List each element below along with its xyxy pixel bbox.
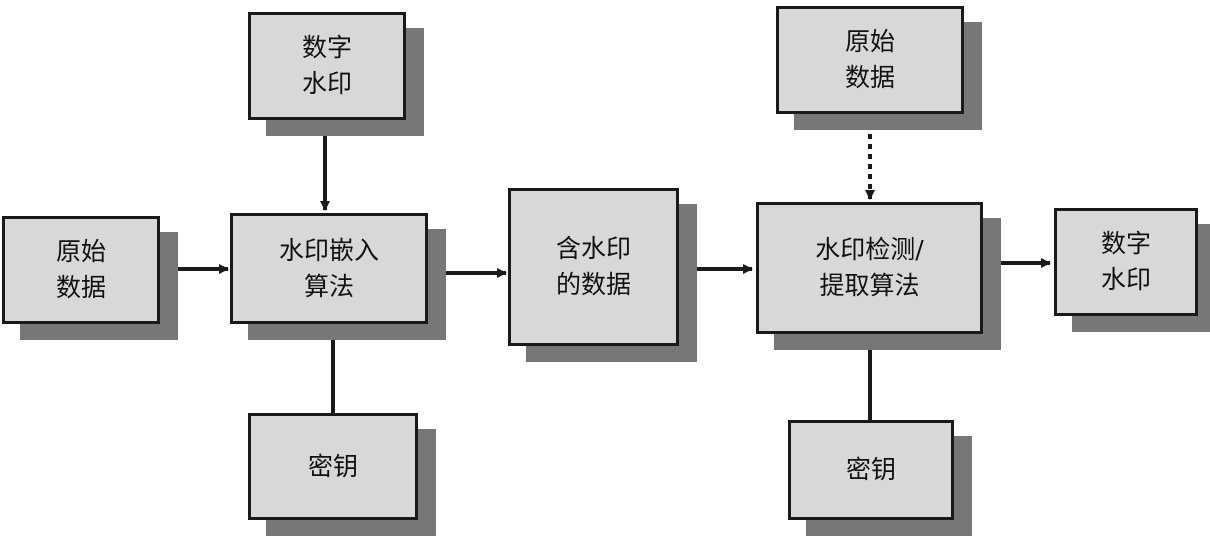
watermarked-data-label: 含水印 的数据: [555, 234, 631, 299]
watermark-detection-algorithm-box: 水印检测/ 提取算法: [756, 202, 983, 334]
watermark-embedding-algorithm-label: 水印嵌入 算法: [278, 235, 379, 301]
original-data-input-box: 原始 数据: [2, 216, 160, 324]
original-data-input-label: 原始 数据: [55, 237, 106, 302]
original-data-reference-label: 原始 数据: [844, 27, 895, 92]
key-embed-label: 密钥: [307, 451, 358, 481]
key-embed-box: 密钥: [248, 413, 418, 520]
digital-watermark-output-label: 数字 水印: [1100, 229, 1151, 294]
key-detect-label: 密钥: [845, 455, 896, 484]
watermark-embedding-algorithm-box: 水印嵌入 算法: [230, 213, 428, 324]
watermarked-data-box: 含水印 的数据: [508, 188, 679, 346]
watermark-detection-algorithm-label: 水印检测/ 提取算法: [815, 235, 924, 300]
key-detect-box: 密钥: [788, 420, 954, 520]
digital-watermark-input-box: 数字 水印: [248, 12, 406, 120]
digital-watermark-input-label: 数字 水印: [301, 33, 352, 98]
digital-watermark-output-box: 数字 水印: [1054, 208, 1198, 316]
original-data-reference-box: 原始 数据: [776, 6, 964, 114]
